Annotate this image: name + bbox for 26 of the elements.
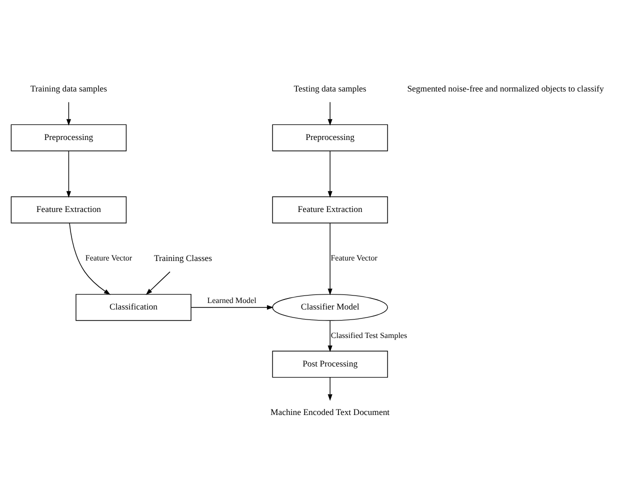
arrow [190,305,274,310]
edge-label: Classified Test Samples [330,330,408,340]
arrow [328,102,332,126]
node-box: Preprocessing [272,124,388,152]
arrow [69,222,110,295]
edge-label: Feature Vector [330,254,378,263]
edge-label: Learned Model [207,296,256,305]
node-box: Feature Extraction [10,196,127,224]
node-text: Training Classes [154,252,212,263]
node-text: Training data samples [30,83,108,94]
arrow [328,377,332,401]
node-text: Machine Encoded Text Document [270,407,390,418]
node-box: Post Processing [272,350,388,378]
arrow [328,150,332,198]
node-box: Feature Extraction [272,196,388,224]
arrow [146,271,170,295]
node-box: Preprocessing [10,124,127,152]
label: Segmented noise-free and normalized objects to classify [407,83,604,94]
edge-label: Feature Vector [85,254,132,263]
arrow [328,222,332,296]
node-ellipse: Classifier Model [272,294,388,321]
arrow [66,102,71,126]
node-text: Testing data samples [294,83,366,94]
node-box: Classification [76,294,192,321]
arrow [328,320,332,352]
arrow [66,150,71,198]
